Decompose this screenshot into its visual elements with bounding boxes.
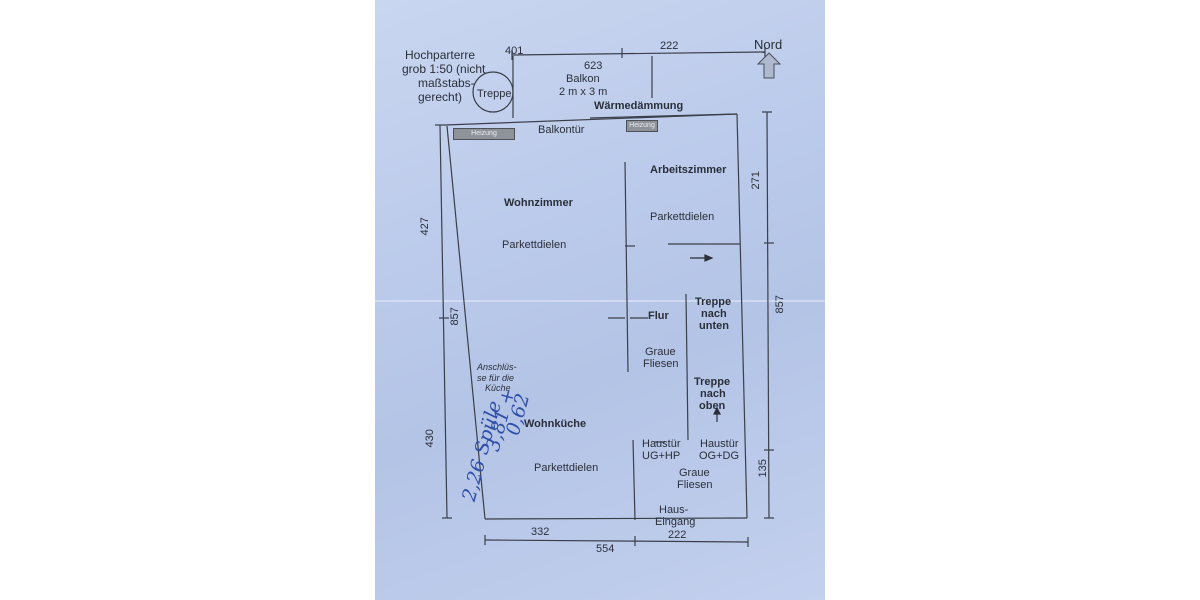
title-line-4: gerecht) [418,90,463,104]
bottom-dimension-line [484,539,749,543]
label-haustuer-ug-2: UG+HP [642,450,681,462]
label-arbeitszimmer: Arbeitszimmer [650,164,727,176]
label-flur: Flur [648,310,669,322]
wall-top-insulation [589,113,738,119]
title-line-3: maßstabs- [418,76,475,90]
label-treppe-oben-1: Treppe [694,376,731,388]
dim-left-upper: 427 [418,217,431,236]
dim-top-mid: 623 [584,60,603,72]
left-dimension-line [439,124,448,519]
label-haustuer-og-1: Haustür [700,438,739,450]
label-haustuer-ug-1: Haustür [642,438,681,450]
label-anschluesse-1: Anschlüs- [477,362,517,372]
top-dimension-line [511,51,766,56]
dim-left-lower: 430 [423,429,436,448]
label-balkontuer: Balkontür [538,124,585,136]
dim-bottom-total: 554 [596,543,615,555]
wall-right [736,113,748,519]
label-flur-floor-1: Graue [645,346,676,358]
heater-left-label: Heizung [471,130,497,137]
wall-bottom [484,517,748,520]
label-hauseingang-2: Eingang [655,516,696,528]
label-wohnzimmer-floor: Parkettdielen [502,239,567,251]
label-wohnkueche: Wohnküche [524,418,587,430]
label-flur-floor-2: Fliesen [643,358,679,370]
label-balkon: Balkon [566,73,600,85]
label-wohnkueche-floor: Parkettdielen [534,462,599,474]
label-entry-floor-1: Graue [679,467,710,479]
label-anschluesse-2: se für die [477,373,515,383]
right-dimension-line [766,111,770,519]
label-waermedaemmung: Wärmedämmung [594,100,684,112]
label-treppe-unten-2: nach [701,308,727,320]
wall-interior-vertical-1 [624,161,629,373]
heater-left: Heizung [453,128,515,140]
label-treppe-unten-3: unten [699,320,729,332]
dim-bottom-left: 332 [531,526,550,538]
dim-right-upper: 271 [749,171,762,190]
label-haustuer-og-2: OG+DG [699,450,740,462]
dim-top-left: 401 [505,45,524,57]
label-arbeitszimmer-floor: Parkettdielen [650,211,715,223]
label-treppe-oben-2: nach [700,388,726,400]
title-line-1: Hochparterre [405,48,476,62]
label-treppe-oben-3: oben [699,400,726,412]
label-treppe-circle: Treppe [477,88,512,100]
label-entry-floor-2: Fliesen [677,479,713,491]
heater-right: Heizung [626,120,658,132]
label-balkon-size: 2 m x 3 m [559,86,608,98]
label-wohnzimmer: Wohnzimmer [504,197,573,209]
label-treppe-unten-1: Treppe [695,296,732,308]
north-arrow-icon [756,52,782,79]
title-line-2: grob 1:50 (nicht [402,62,486,76]
label-hauseingang-1: Haus- [659,504,689,516]
heater-right-label: Heizung [629,122,655,129]
floor-plan-sheet [375,0,825,600]
staircase-circle [472,71,514,113]
stair-up-arrowhead-icon [713,406,721,415]
dim-right-lower: 135 [756,459,769,478]
dim-top-right: 222 [660,40,679,52]
label-anschluesse-3: Küche [485,383,511,393]
wall-interior-vertical-2 [632,439,636,521]
wall-stair [685,293,689,441]
north-label: Nord [754,37,783,52]
wall-left-slanted [446,125,486,520]
dim-inner-left: 857 [448,307,461,326]
dim-bottom-right: 222 [668,529,687,541]
office-door-arrowhead-icon [704,254,714,262]
dim-right-mid: 857 [773,295,786,314]
